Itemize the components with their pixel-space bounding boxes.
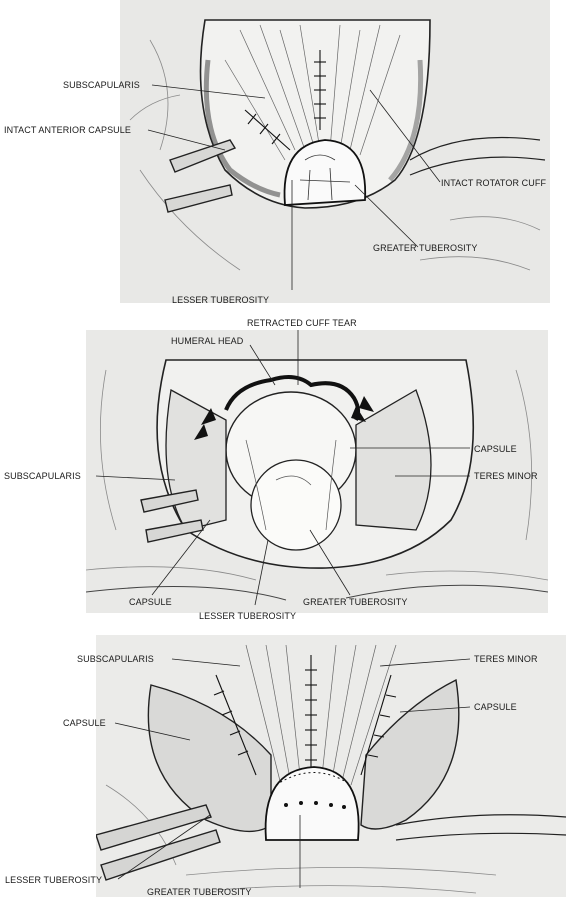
label-teres-minor: TERES MINOR [474, 471, 538, 481]
label-intact-anterior-capsule: INTACT ANTERIOR CAPSULE [4, 125, 131, 135]
intact-cuff-sketch [120, 0, 550, 303]
label-teres-minor: TERES MINOR [474, 654, 538, 664]
label-greater-tuberosity: GREATER TUBEROSITY [303, 597, 407, 607]
repair-sketch [96, 635, 566, 897]
label-humeral-head: HUMERAL HEAD [171, 336, 243, 346]
label-greater-tuberosity: GREATER TUBEROSITY [147, 887, 251, 897]
illustration-panel-repair [96, 635, 566, 897]
label-capsule-right: CAPSULE [474, 444, 517, 454]
label-greater-tuberosity: GREATER TUBEROSITY [373, 243, 477, 253]
illustration-panel-intact-cuff [120, 0, 550, 303]
label-lesser-tuberosity: LESSER TUBEROSITY [172, 295, 269, 305]
label-lesser-tuberosity: LESSER TUBEROSITY [5, 875, 102, 885]
label-intact-rotator-cuff: INTACT ROTATOR CUFF [441, 178, 546, 188]
label-subscapularis: SUBSCAPULARIS [77, 654, 154, 664]
label-capsule-left: CAPSULE [129, 597, 172, 607]
label-capsule-left: CAPSULE [63, 718, 106, 728]
label-subscapularis: SUBSCAPULARIS [63, 80, 140, 90]
label-retracted-cuff-tear: RETRACTED CUFF TEAR [247, 318, 357, 328]
label-capsule-right: CAPSULE [474, 702, 517, 712]
label-subscapularis: SUBSCAPULARIS [4, 471, 81, 481]
label-lesser-tuberosity: LESSER TUBEROSITY [199, 611, 296, 621]
